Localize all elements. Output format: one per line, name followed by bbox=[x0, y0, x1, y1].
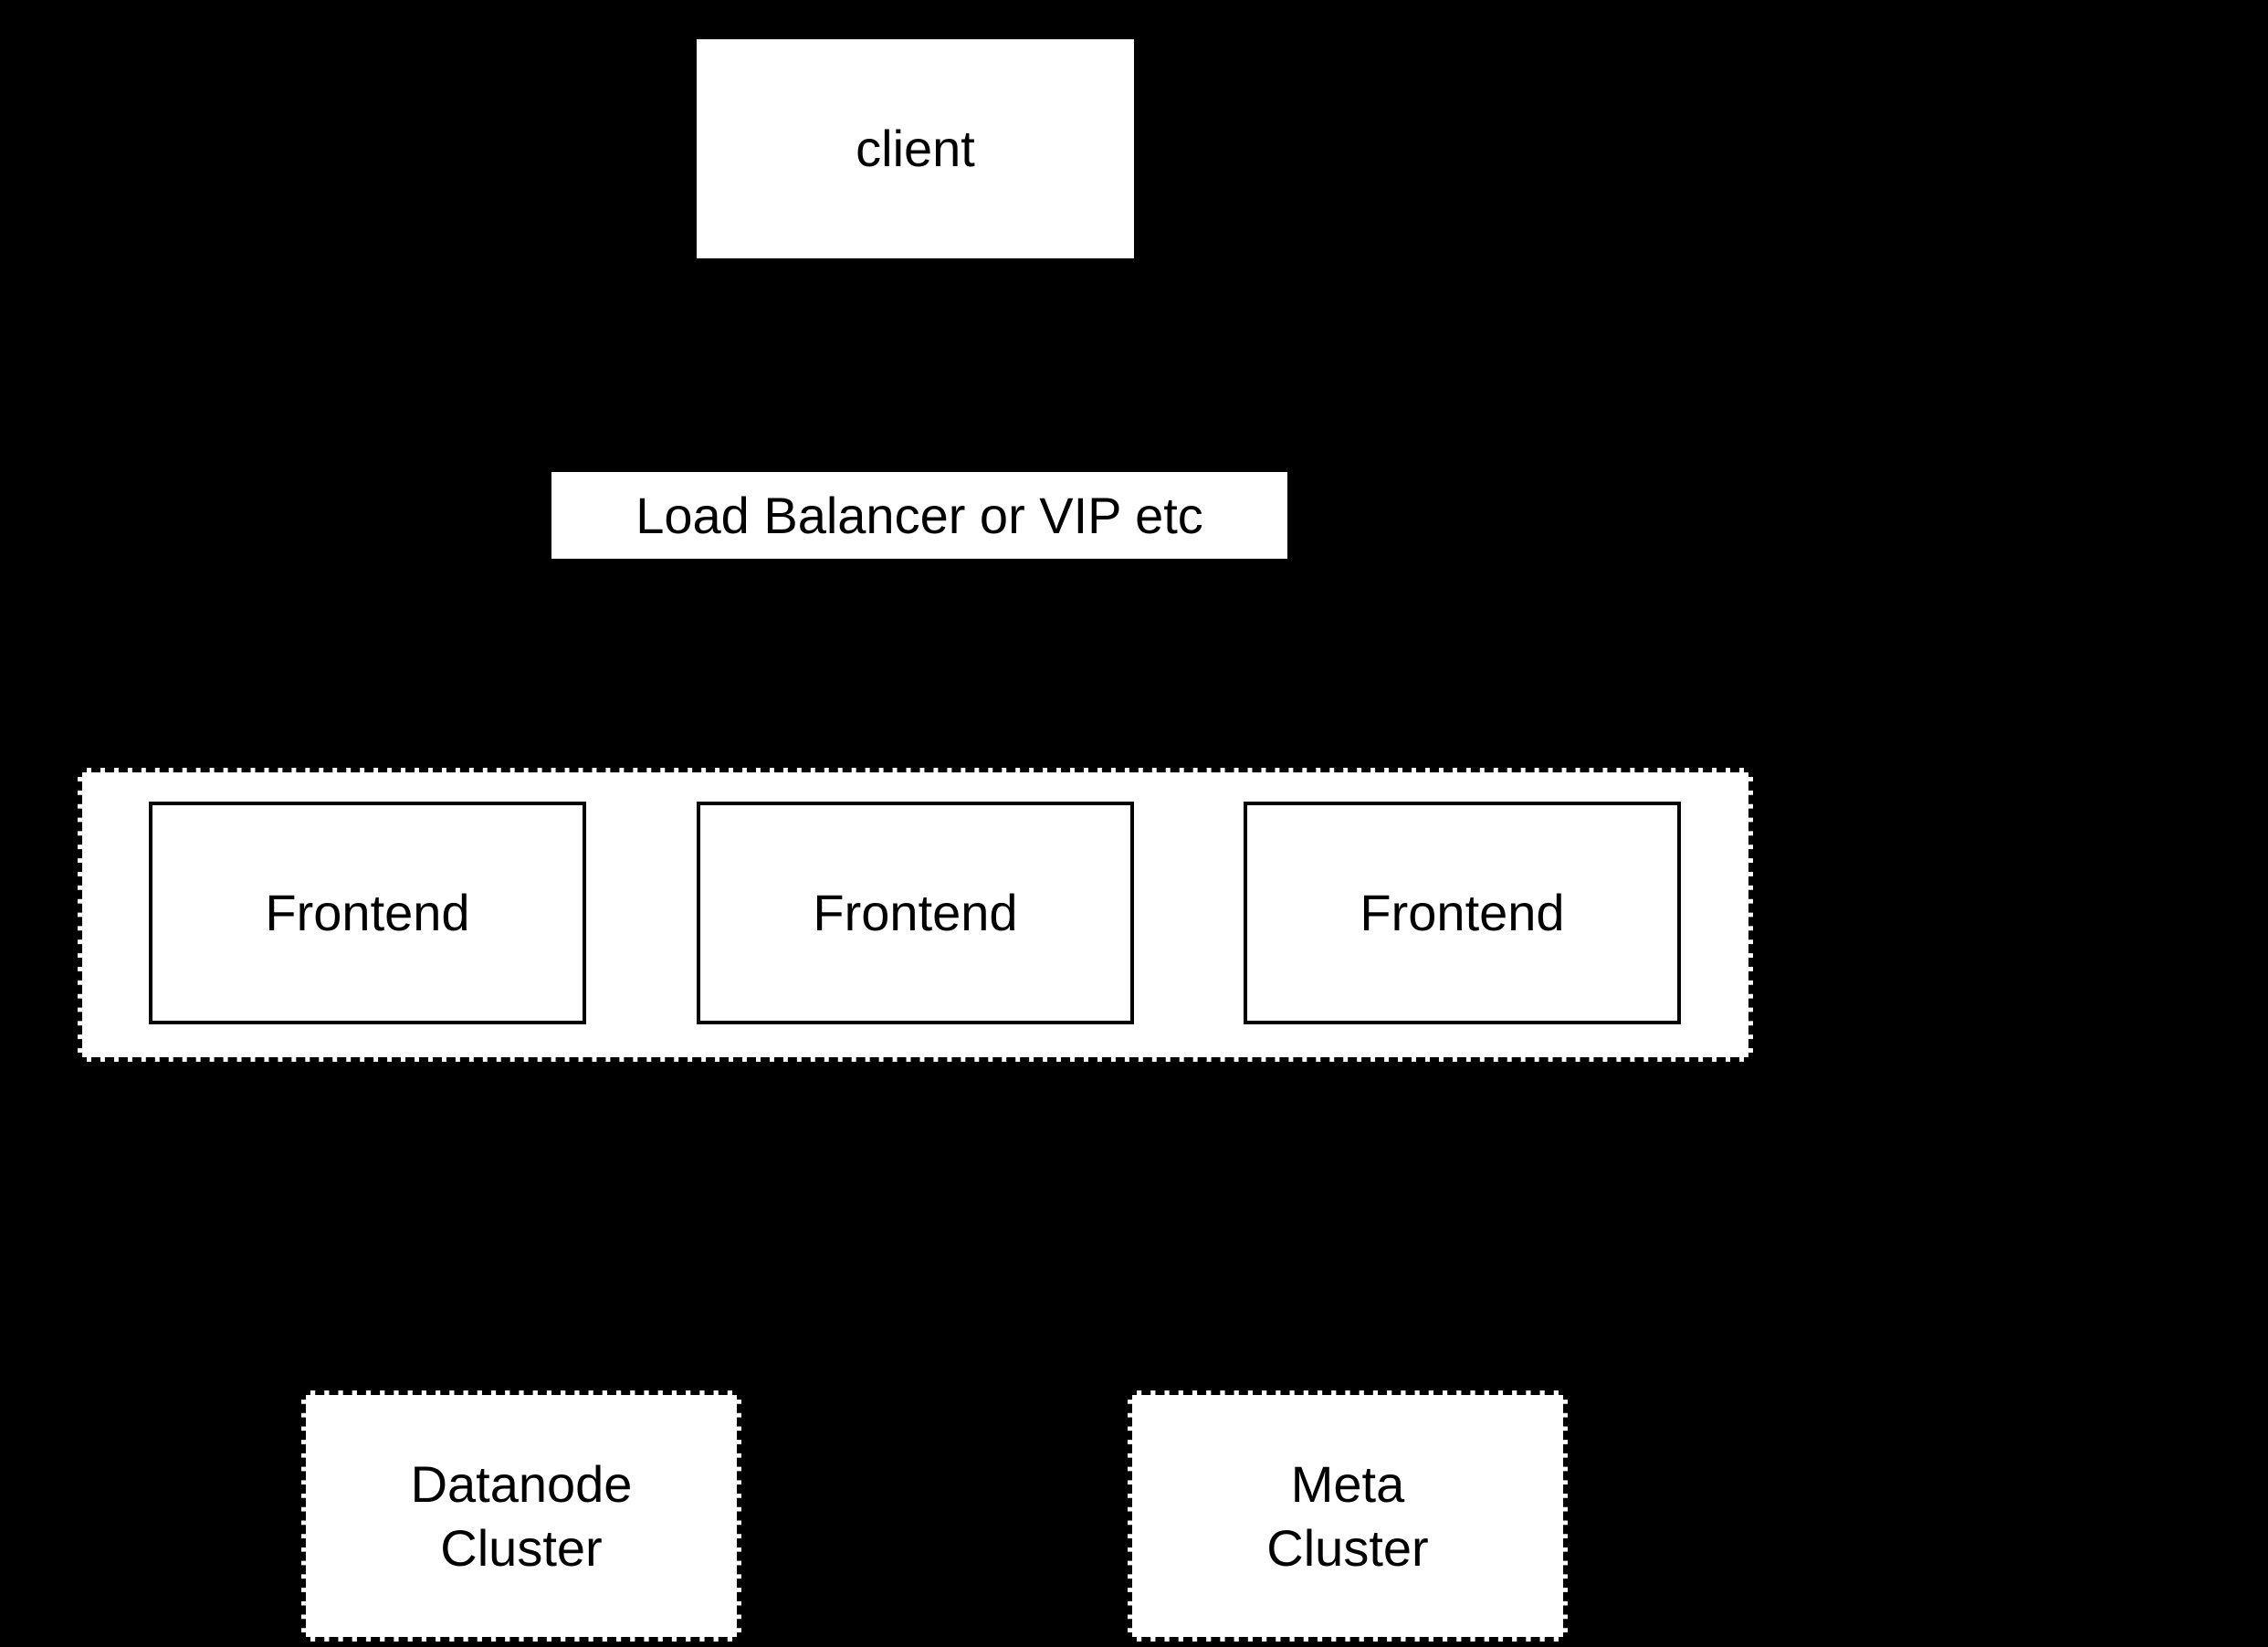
meta-cluster-label-line1: Meta bbox=[1290, 1454, 1405, 1513]
frontend-cluster-container: Frontend Frontend Frontend bbox=[78, 768, 1753, 1062]
meta-cluster-node: Meta Cluster bbox=[1128, 1390, 1568, 1642]
datanode-cluster-label-line2: Cluster bbox=[440, 1518, 603, 1577]
client-node: client bbox=[697, 39, 1134, 258]
meta-cluster-label-line2: Cluster bbox=[1266, 1518, 1429, 1577]
client-node-label: client bbox=[856, 120, 975, 177]
load-balancer-node-label: Load Balancer or VIP etc bbox=[635, 486, 1203, 544]
frontend-node-1: Frontend bbox=[149, 802, 586, 1024]
frontend-node-3-label: Frontend bbox=[1360, 884, 1565, 941]
frontend-node-3: Frontend bbox=[1244, 802, 1681, 1024]
frontend-node-1-label: Frontend bbox=[265, 884, 470, 941]
frontend-node-2: Frontend bbox=[697, 802, 1134, 1024]
datanode-cluster-node: Datanode Cluster bbox=[301, 1390, 741, 1642]
load-balancer-node: Load Balancer or VIP etc bbox=[551, 472, 1287, 559]
frontend-node-2-label: Frontend bbox=[813, 884, 1018, 941]
datanode-cluster-label-line1: Datanode bbox=[410, 1454, 633, 1513]
